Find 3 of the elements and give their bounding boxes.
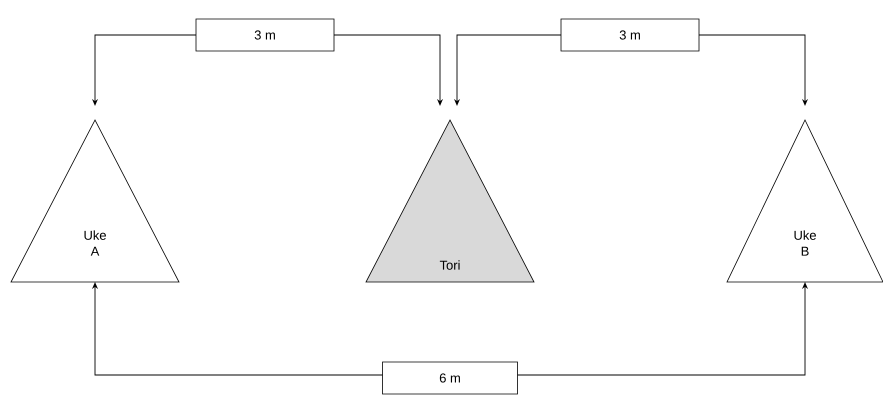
- edge-label: 3 m: [560, 18, 700, 52]
- edge-label: 3 m: [196, 18, 334, 52]
- edge-label: 6 m: [382, 362, 518, 394]
